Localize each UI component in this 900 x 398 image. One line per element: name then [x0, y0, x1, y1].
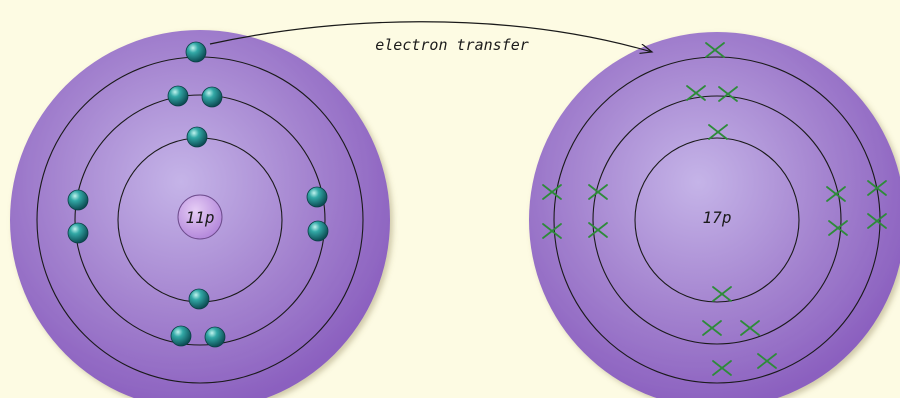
- electron-cross: [686, 85, 706, 101]
- electron-cross: [740, 320, 760, 336]
- electron-cross: [712, 286, 732, 302]
- electron-cross: [705, 42, 725, 58]
- electron-dot: [185, 41, 207, 63]
- electron-dot: [201, 86, 223, 108]
- sodium-atom: 11p: [10, 30, 390, 398]
- electron-dot: [306, 186, 328, 208]
- chlorine-atom: 17p: [529, 32, 900, 398]
- electron-cross: [542, 184, 562, 200]
- electron-transfer-label: electron transfer: [375, 36, 529, 54]
- electron-cross: [828, 220, 848, 236]
- electron-dot: [188, 288, 210, 310]
- electron-cross: [708, 124, 728, 140]
- electron-cross: [867, 213, 887, 229]
- chlorine-shell-1: [634, 137, 800, 303]
- electron-dot: [67, 222, 89, 244]
- electron-dot: [170, 325, 192, 347]
- electron-dot: [186, 126, 208, 148]
- electron-dot: [204, 326, 226, 348]
- electron-cross: [542, 223, 562, 239]
- electron-dot: [67, 189, 89, 211]
- sodium-nucleus: [177, 194, 223, 240]
- chlorine-nucleus-label: 17p: [703, 208, 732, 227]
- electron-cross: [718, 86, 738, 102]
- electron-cross: [867, 180, 887, 196]
- electron-cross: [588, 222, 608, 238]
- chlorine-electrons: [542, 42, 887, 376]
- chlorine-shell-2: [592, 95, 842, 345]
- electron-cross: [702, 320, 722, 336]
- sodium-electrons: [67, 41, 329, 348]
- electron-cross: [588, 184, 608, 200]
- electron-cross: [826, 186, 846, 202]
- electron-transfer-arrow: [209, 21, 652, 52]
- chlorine-atom-disc: [529, 32, 900, 398]
- electron-dot: [307, 220, 329, 242]
- sodium-nucleus-label: 11p: [186, 208, 215, 227]
- electron-dot: [167, 85, 189, 107]
- sodium-shell-2: [74, 94, 326, 346]
- electron-cross: [757, 353, 777, 369]
- electron-cross: [712, 360, 732, 376]
- chlorine-shell-3: [553, 56, 881, 384]
